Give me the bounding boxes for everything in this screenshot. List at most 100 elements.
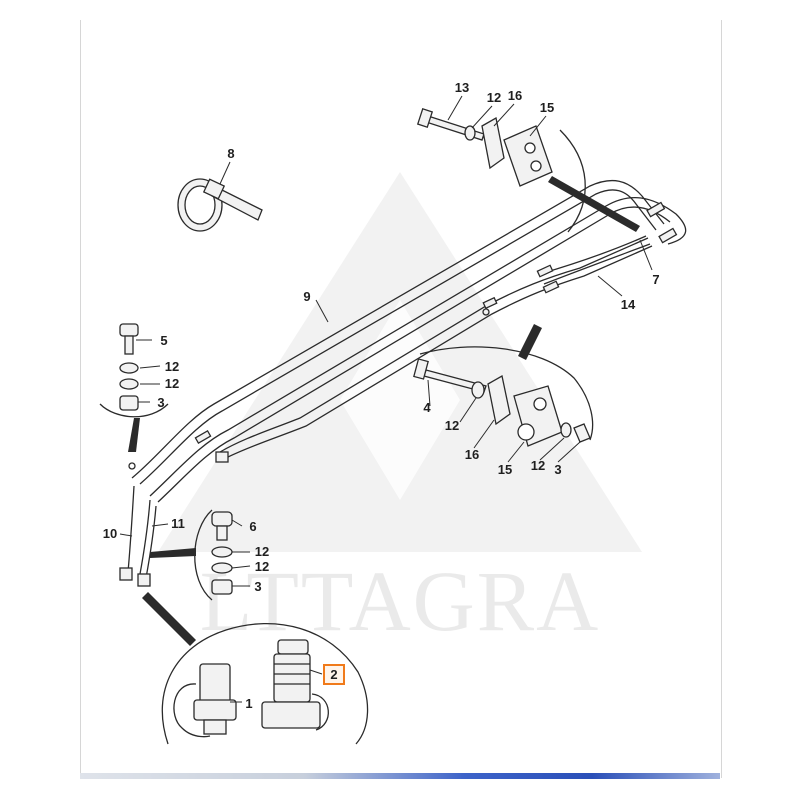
leader-12a <box>471 105 493 129</box>
washer-12-left-a <box>119 362 139 374</box>
watermark-triangle-inner <box>340 300 460 500</box>
coupler-detail-pointer <box>142 592 196 646</box>
callout-16: 16 <box>508 88 522 103</box>
watermark: LTTAGRA <box>158 172 642 649</box>
fitting-a <box>646 201 666 218</box>
bolt-4-head <box>413 358 429 380</box>
callout-1: 1 <box>245 696 252 711</box>
leader-16b <box>473 419 495 449</box>
callout-3-right: 3 <box>554 462 561 477</box>
washer-12-upper <box>464 125 476 141</box>
hose-assembly <box>119 179 687 587</box>
callout-12: 12 <box>487 90 501 105</box>
callout-12-right-b: 12 <box>531 458 545 473</box>
watermark-triangle <box>158 172 642 552</box>
leader-14 <box>597 275 623 297</box>
callout-15-right: 15 <box>498 462 512 477</box>
leader-11 <box>151 523 169 527</box>
coupler-2-cap <box>311 693 329 731</box>
cable-tie <box>177 178 263 232</box>
callout-3-lower: 3 <box>254 579 261 594</box>
callout-9: 9 <box>303 289 310 304</box>
hose-9 <box>131 179 665 479</box>
fitting-d <box>542 280 560 294</box>
upper-clamp-arc <box>559 129 586 233</box>
nut-3-right <box>573 423 591 443</box>
callout-10: 10 <box>103 526 117 541</box>
leader-13 <box>447 95 463 121</box>
fitting-b <box>658 227 678 244</box>
leader-7 <box>639 239 653 271</box>
fitting-c <box>536 264 554 278</box>
leader-8 <box>219 161 231 185</box>
washer-12-right <box>471 381 485 399</box>
callout-12-lower-b: 12 <box>255 559 269 574</box>
callout-2-box[interactable] <box>323 664 345 685</box>
leader-12e <box>539 437 565 461</box>
clamp-15-upper-hole-b <box>530 160 542 172</box>
leader-15b <box>507 441 525 463</box>
plate-16-right <box>487 374 511 426</box>
leader-10 <box>119 533 133 537</box>
clip-a <box>128 462 136 470</box>
watermark-text: LTTAGRA <box>200 553 601 649</box>
callout-2-highlighted[interactable]: 2 <box>323 664 345 685</box>
leader-9 <box>315 299 329 323</box>
coupler-detail-circle <box>161 623 369 745</box>
upper-clamp-group <box>416 108 640 233</box>
bolt-5-shank <box>124 335 134 355</box>
callout-2[interactable]: 2 <box>330 667 337 682</box>
leader-6 <box>231 519 243 527</box>
leader-lines <box>119 95 653 703</box>
hose-7 <box>543 243 651 285</box>
nut-3-lower <box>211 579 233 595</box>
callout-6: 6 <box>249 519 256 534</box>
bolt-6-shank <box>216 525 228 541</box>
callout-4: 4 <box>423 400 431 415</box>
callout-7: 7 <box>652 272 659 287</box>
callout-12-lower-a: 12 <box>255 544 269 559</box>
coupler-1-tip <box>203 719 227 735</box>
right-clamp-group <box>413 324 594 447</box>
coupler-2-sleeve <box>261 701 321 729</box>
cable-tie-head <box>202 178 226 200</box>
bolt-6-head <box>211 511 233 527</box>
washer-12-right-b <box>560 422 572 438</box>
hose-11 <box>139 499 151 575</box>
leader-12b <box>139 365 161 369</box>
callout-11: 11 <box>171 516 185 531</box>
leader-12d <box>459 397 477 423</box>
callout-14: 14 <box>621 297 636 312</box>
leader-2 <box>309 669 323 675</box>
hose-11b <box>145 505 157 579</box>
callout-12-right-a: 12 <box>445 418 459 433</box>
upper-clamp-pointer <box>548 176 640 232</box>
clamp-group-pointer <box>518 324 542 360</box>
hose-10 <box>127 485 135 573</box>
bolt-13-head <box>416 108 434 128</box>
coupler-1-collar <box>193 699 237 721</box>
bolt-13-shank <box>425 115 485 141</box>
leader-16a <box>493 103 515 127</box>
clamp-15-right-hole-a <box>533 397 547 411</box>
fitting-h <box>119 567 133 581</box>
callout-5: 5 <box>160 333 167 348</box>
fitting-g <box>215 451 229 463</box>
leader-3b <box>557 441 581 463</box>
callout-15: 15 <box>540 100 554 115</box>
leader-12g <box>231 565 251 569</box>
lower-stack-pointer <box>150 548 196 558</box>
clamp-15-upper <box>503 125 553 187</box>
clamp-group-arc <box>419 346 594 441</box>
clamp-15-upper-hole-a <box>524 142 536 154</box>
coupler-2-top <box>277 639 309 655</box>
left-stack-pointer <box>128 418 140 452</box>
clamp-15-right-hole-b <box>517 423 535 441</box>
left-bolt-stack <box>99 323 169 452</box>
fitting-e <box>482 296 498 310</box>
washer-12-lower-b <box>211 562 233 574</box>
callout-16-right: 16 <box>465 447 479 462</box>
callout-12-left-b: 12 <box>165 376 179 391</box>
